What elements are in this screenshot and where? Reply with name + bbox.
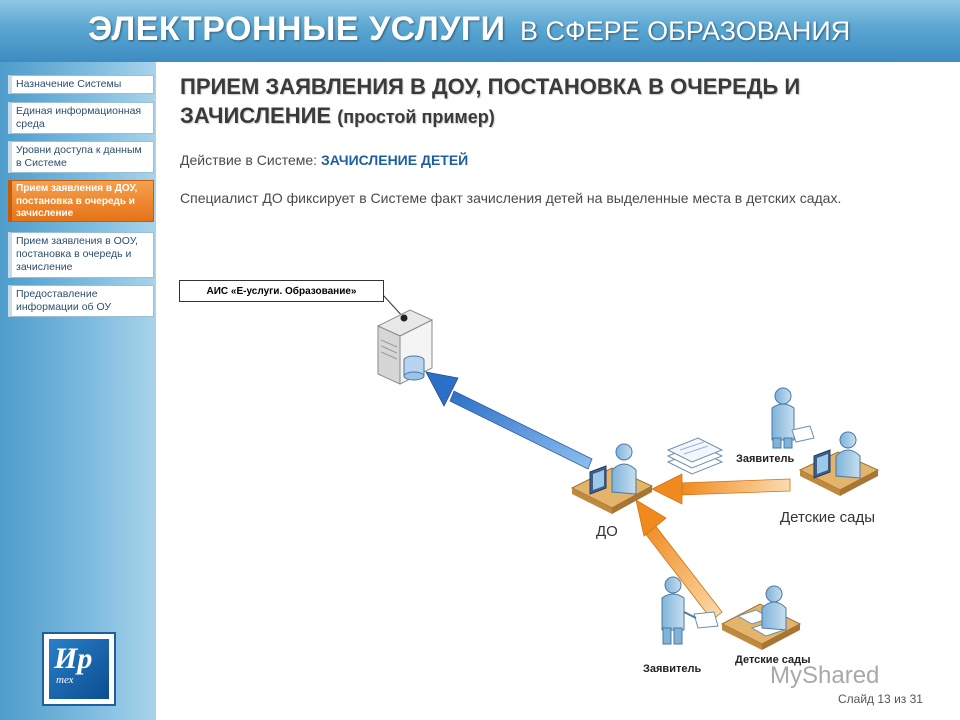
header-title-bold: ЭЛЕКТРОННЫЕ УСЛУГИ [88,10,506,48]
page-title-sub: (простой пример) [337,107,495,127]
applicant-bottom-label: Заявитель [643,663,702,675]
sidebar-item-school-info[interactable]: Предоставление информации об ОУ [8,285,154,317]
server-icon [376,309,434,385]
sidebar: Назначение Системы Единая информационная… [0,62,156,720]
slide-header-title: ЭЛЕКТРОННЫЕ УСЛУГИ В СФЕРЕ ОБРАЗОВАНИЯ [88,10,850,49]
action-value: ЗАЧИСЛЕНИЕ ДЕТЕЙ [320,152,469,168]
do-workstation-icon [570,443,654,514]
page-title: ПРИЕМ ЗАЯВЛЕНИЯ В ДОУ, ПОСТАНОВКА В ОЧЕР… [180,72,900,132]
sidebar-item-dou-enrollment[interactable]: Прием заявления в ДОУ, постановка в очер… [8,180,154,222]
sidebar-item-oou-enrollment[interactable]: Прием заявления в ООУ, постановка в очер… [8,232,154,278]
header-banner: ЭЛЕКТРОННЫЕ УСЛУГИ В СФЕРЕ ОБРАЗОВАНИЯ [0,0,960,62]
kindergartens-bottom-label: Детские сады [735,654,811,666]
do-label: ДО [596,523,618,540]
kindergarten-top-workstation-icon [798,431,880,496]
logo-letters: Ир [54,642,93,675]
description-text: Специалист ДО фиксирует в Системе факт з… [180,190,842,206]
orange-arrow-horizontal [651,473,791,505]
page-title-main: ПРИЕМ ЗАЯВЛЕНИЯ В ДОУ, ПОСТАНОВКА В ОЧЕР… [180,74,801,128]
sidebar-item-access-levels[interactable]: Уровни доступа к данным в Системе [8,141,154,173]
company-logo: Ир тех [42,632,116,706]
callout-anchor-dot [400,314,408,322]
watermark: MyShared [770,662,880,689]
blue-arrow [425,371,593,470]
ais-callout: АИС «Е-услуги. Образование» [179,280,384,302]
logo-subtext: тех [56,674,74,686]
applicant-top-label: Заявитель [736,453,795,465]
sidebar-item-info-environment[interactable]: Единая информационная среда [8,102,154,134]
kindergartens-top-label: Детские сады [780,509,876,526]
applicant-top-icon [771,387,815,449]
slide-counter: Слайд 13 из 31 [838,692,923,706]
sidebar-item-purpose[interactable]: Назначение Системы [8,75,154,94]
kindergarten-bottom-workstation-icon [720,585,802,650]
callout-leader-line [382,294,405,319]
header-title-rest: В СФЕРЕ ОБРАЗОВАНИЯ [520,16,851,46]
action-label: Действие в Системе: [180,152,318,168]
documents-icon [666,437,724,475]
system-action: Действие в Системе: ЗАЧИСЛЕНИЕ ДЕТЕЙ [180,152,468,168]
applicant-bottom-icon [661,576,719,645]
